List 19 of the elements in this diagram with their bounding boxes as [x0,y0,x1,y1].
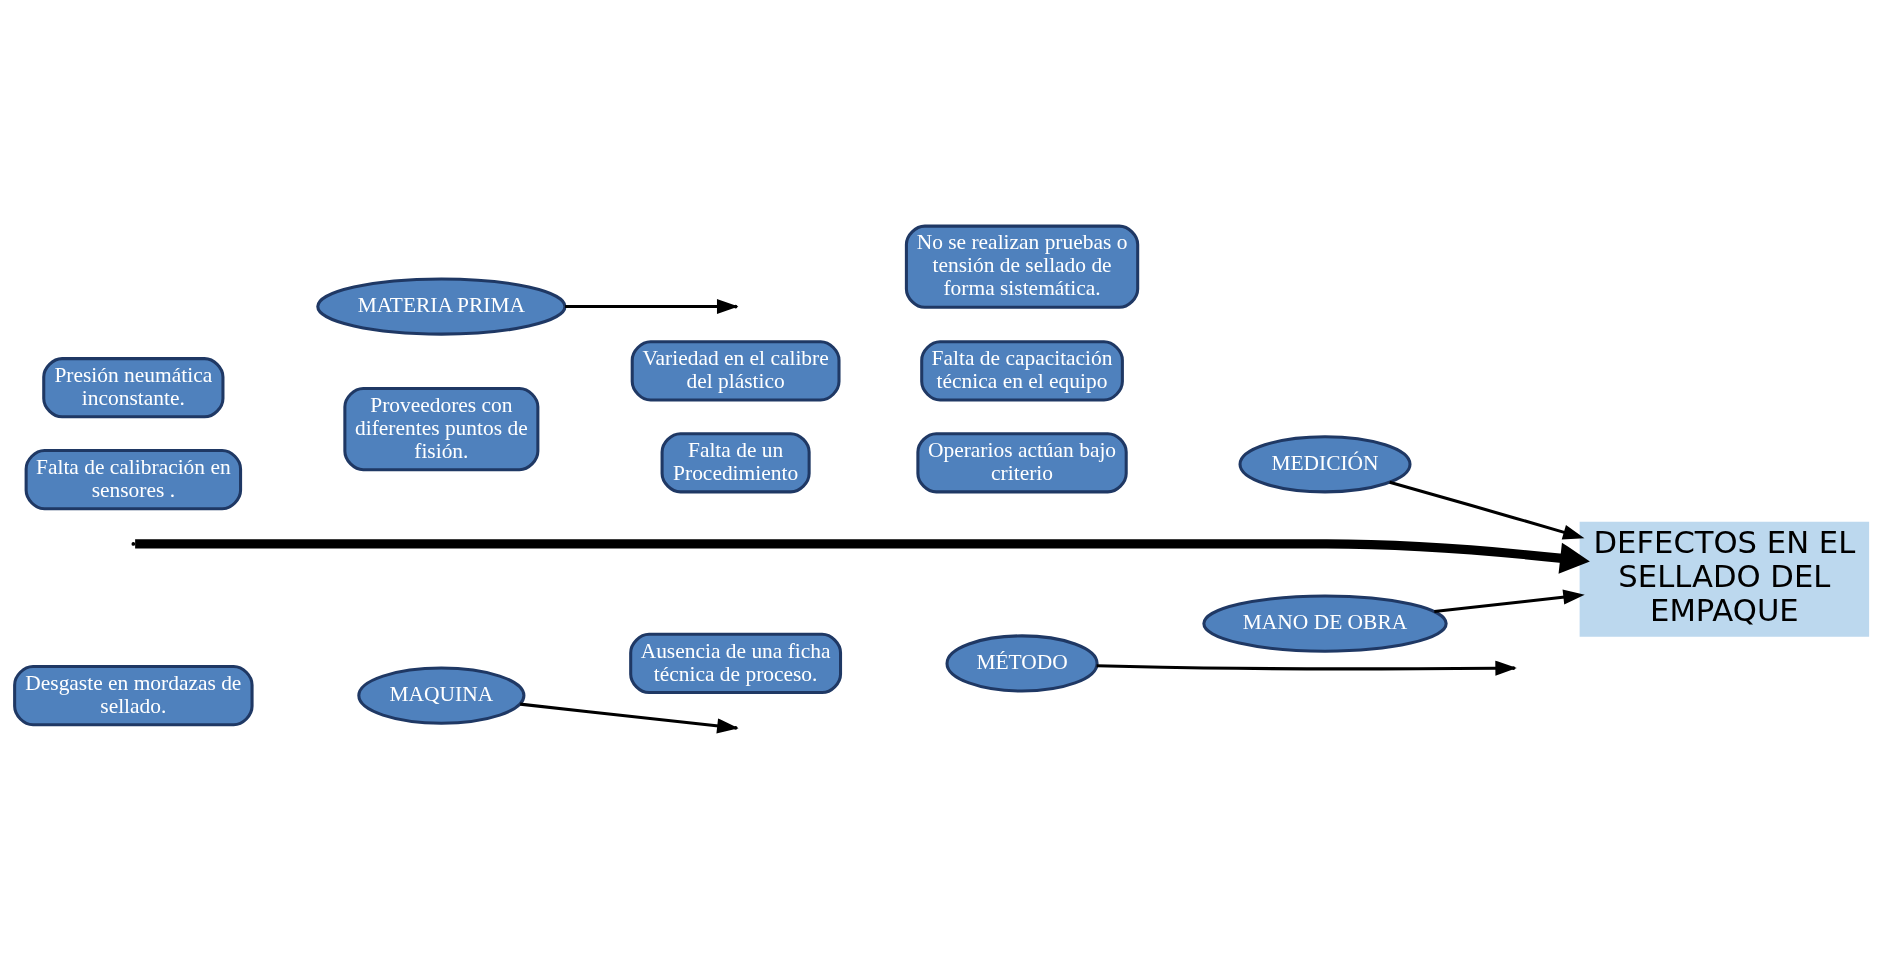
node-box: Variedad en el calibre del plástico [630,339,841,401]
node-box: Falta de calibración en sensores . [24,448,243,510]
node-box: Ausencia de una ficha técnica de proceso. [629,632,843,694]
node-box: Falta de capacitación técnica en el equipo [920,339,1124,401]
node-ellipse: MATERIA PRIMA [316,276,567,336]
node-ellipse: MAQUINA [357,666,526,725]
arrow [1434,589,1585,613]
node-box: Proveedores con diferentes puntos de fisión. [343,386,540,471]
node-box: DEFECTOS EN EL SELLADO DEL EMPAQUE [1579,521,1870,637]
node-box: No se realizan pruebas o tensión de sellado de forma sistemática. [904,224,1140,309]
node-box: Desgaste en mordazas de sellado. [13,664,254,726]
node-box: Presión neumática inconstante. [42,356,225,418]
node-box: Operarios actúan bajo criterio [916,431,1128,493]
node-box: Falta de un Procedimiento [660,431,811,493]
node-ellipse: MÉTODO [945,633,1099,693]
arrow [1389,480,1585,539]
node-ellipse: MEDICIÓN [1238,434,1412,493]
arrow [135,538,1590,574]
node-ellipse: MANO DE OBRA [1202,594,1448,653]
